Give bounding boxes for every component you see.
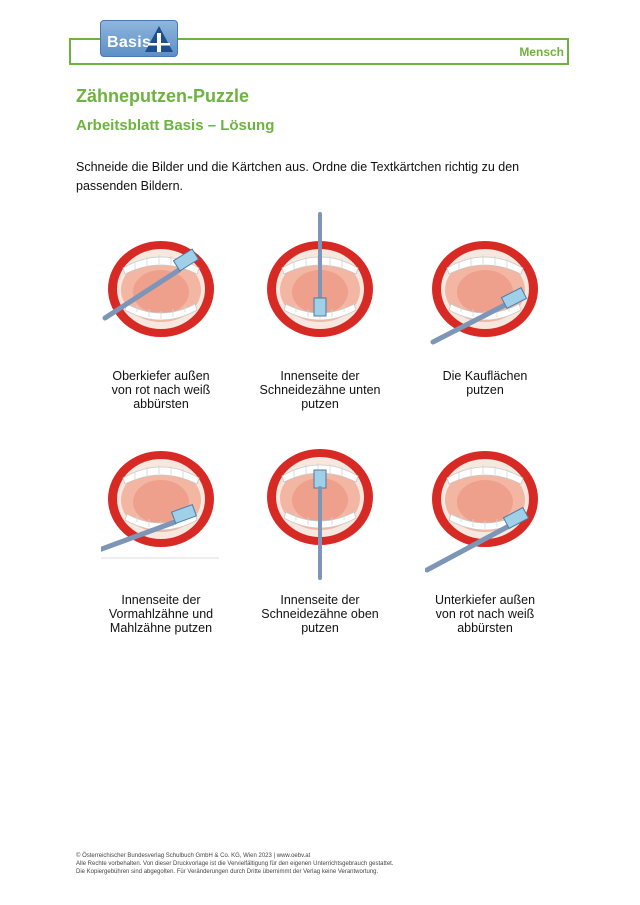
- basis-logo: Basis: [100, 20, 178, 57]
- caption-1: Oberkiefer außen von rot nach weiß abbür…: [111, 369, 211, 411]
- caption-6: Unterkiefer außen von rot nach weiß abbü…: [434, 593, 536, 635]
- puzzle-image-6: [425, 442, 545, 577]
- puzzle-image-5: [260, 440, 380, 580]
- page-subtitle: Arbeitsblatt Basis – Lösung: [76, 117, 275, 134]
- footer-disclaimer: Die Kopiergebühren sind abgegolten. Für …: [76, 869, 379, 875]
- toothbrush-outer-lower-icon: [425, 450, 539, 573]
- puzzle-image-2: [260, 212, 380, 352]
- page-title: Zähneputzen-Puzzle: [76, 86, 250, 106]
- caption-2: Innenseite der Schneidezähne unten putze…: [259, 369, 381, 411]
- caption-3: Die Kauflächen putzen: [442, 369, 528, 397]
- footer: © Österreichischer Bundesverlag Schulbuc…: [76, 852, 394, 876]
- section-label: Mensch: [519, 45, 564, 59]
- puzzle-image-4: [101, 442, 221, 562]
- toothbrush-inner-lower-incisors-icon: [266, 212, 374, 337]
- toothbrush-chewing-surfaces-icon: [430, 240, 539, 345]
- caption-5: Innenseite der Schneidezähne oben putzen: [261, 593, 379, 635]
- footer-copyright: © Österreichischer Bundesverlag Schulbuc…: [76, 853, 311, 859]
- puzzle-image-3: [425, 232, 545, 347]
- puzzle-image-1: [101, 232, 221, 347]
- footer-rights: Alle Rechte vorbehalten. Von dieser Druc…: [76, 861, 394, 867]
- toothbrush-outer-upper-icon: [102, 240, 215, 338]
- toothbrush-inner-molars-icon: [101, 450, 219, 559]
- triangle-logo-icon: [145, 26, 173, 52]
- instruction-text: Schneide die Bilder und die Kärtchen aus…: [76, 160, 520, 193]
- toothbrush-inner-upper-incisors-icon: [266, 448, 374, 580]
- caption-4: Innenseite der Vormahlzähne und Mahlzähn…: [108, 593, 214, 635]
- logo-text: Basis: [107, 34, 152, 51]
